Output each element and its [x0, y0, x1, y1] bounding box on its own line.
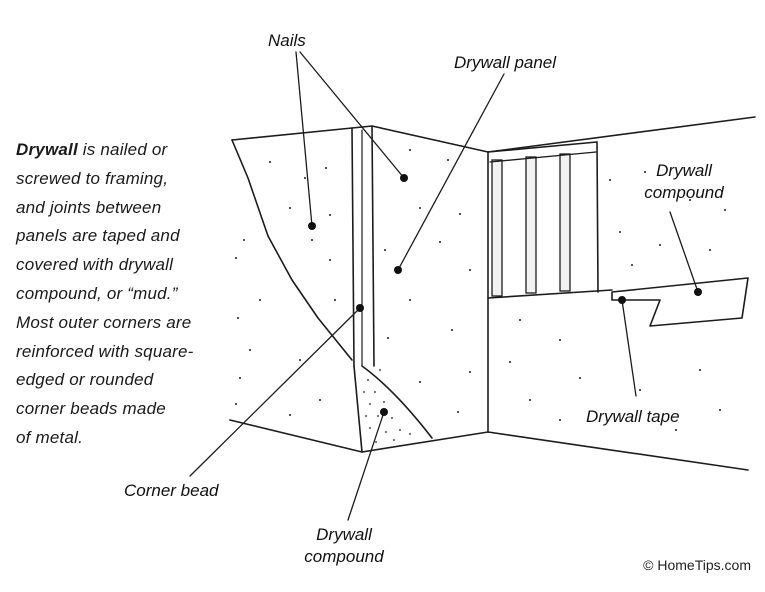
description-line-7: Most outer corners are: [16, 312, 192, 332]
leader-compound-right: [669, 211, 699, 293]
callout-dots: [308, 174, 702, 416]
description-line-5: covered with drywall: [16, 255, 174, 275]
description-line-4: panels are taped and: [16, 226, 180, 246]
label-drywall-compound-bottom-line-2: compound: [304, 547, 384, 566]
corner-bead-strip-1: [351, 127, 355, 367]
ceiling-line-right: [487, 116, 756, 153]
leader-compound-bottom: [347, 411, 385, 521]
leader-nails-left: [295, 51, 313, 227]
nail-dots: [235, 149, 726, 431]
compound-curve: [361, 365, 433, 439]
leader-corner-bead: [189, 307, 361, 477]
description-line-8: reinforced with square-: [16, 341, 194, 361]
description-line-9: edged or rounded: [16, 370, 154, 390]
ceiling-line-left: [231, 127, 353, 141]
floor-line-left: [229, 419, 363, 453]
compound-texture: [363, 369, 411, 443]
stud-2: [525, 156, 537, 294]
framing-top: [487, 141, 598, 153]
description-bold-term: Drywall: [16, 140, 78, 159]
description-line-1: is nailed or: [77, 140, 168, 159]
leader-nails-right: [299, 51, 405, 179]
label-drywall-panel: Drywall panel: [454, 53, 557, 72]
description-paragraph: Drywall is nailed or screwed to framing,…: [16, 136, 241, 453]
copyright-credit: © HomeTips.com: [643, 557, 751, 573]
panel-seam: [487, 289, 613, 299]
label-drywall-compound-bottom: Drywall compound: [298, 524, 390, 568]
label-drywall-compound-right-line-1: Drywall: [656, 161, 712, 180]
compound-swatch: [611, 277, 749, 327]
floor-line-right: [487, 431, 749, 471]
description-line-6: compound, or “mud.”: [16, 283, 178, 303]
description-line-10: corner beads made: [16, 399, 166, 419]
leader-drywall-panel: [397, 73, 505, 271]
stud-1: [491, 159, 503, 297]
framing-right: [596, 141, 599, 293]
label-drywall-compound-bottom-line-1: Drywall: [316, 525, 372, 544]
label-drywall-compound-right: Drywall compound: [638, 160, 730, 204]
label-corner-bead: Corner bead: [124, 481, 219, 500]
floor-line-mid: [361, 431, 489, 453]
corner-bottom: [353, 365, 363, 453]
corner-bead-strip-3: [371, 125, 375, 367]
label-nails: Nails: [268, 31, 306, 50]
description-line-2: screwed to framing,: [16, 168, 169, 188]
label-drywall-tape: Drywall tape: [586, 407, 680, 426]
description-line-3: and joints between: [16, 197, 162, 217]
stud-3: [559, 153, 571, 292]
left-panel-edge: [231, 139, 353, 361]
leader-drywall-tape: [621, 299, 637, 397]
top-plate: [489, 151, 597, 163]
description-line-11: of metal.: [16, 427, 83, 447]
label-drywall-compound-right-line-2: compound: [644, 183, 724, 202]
